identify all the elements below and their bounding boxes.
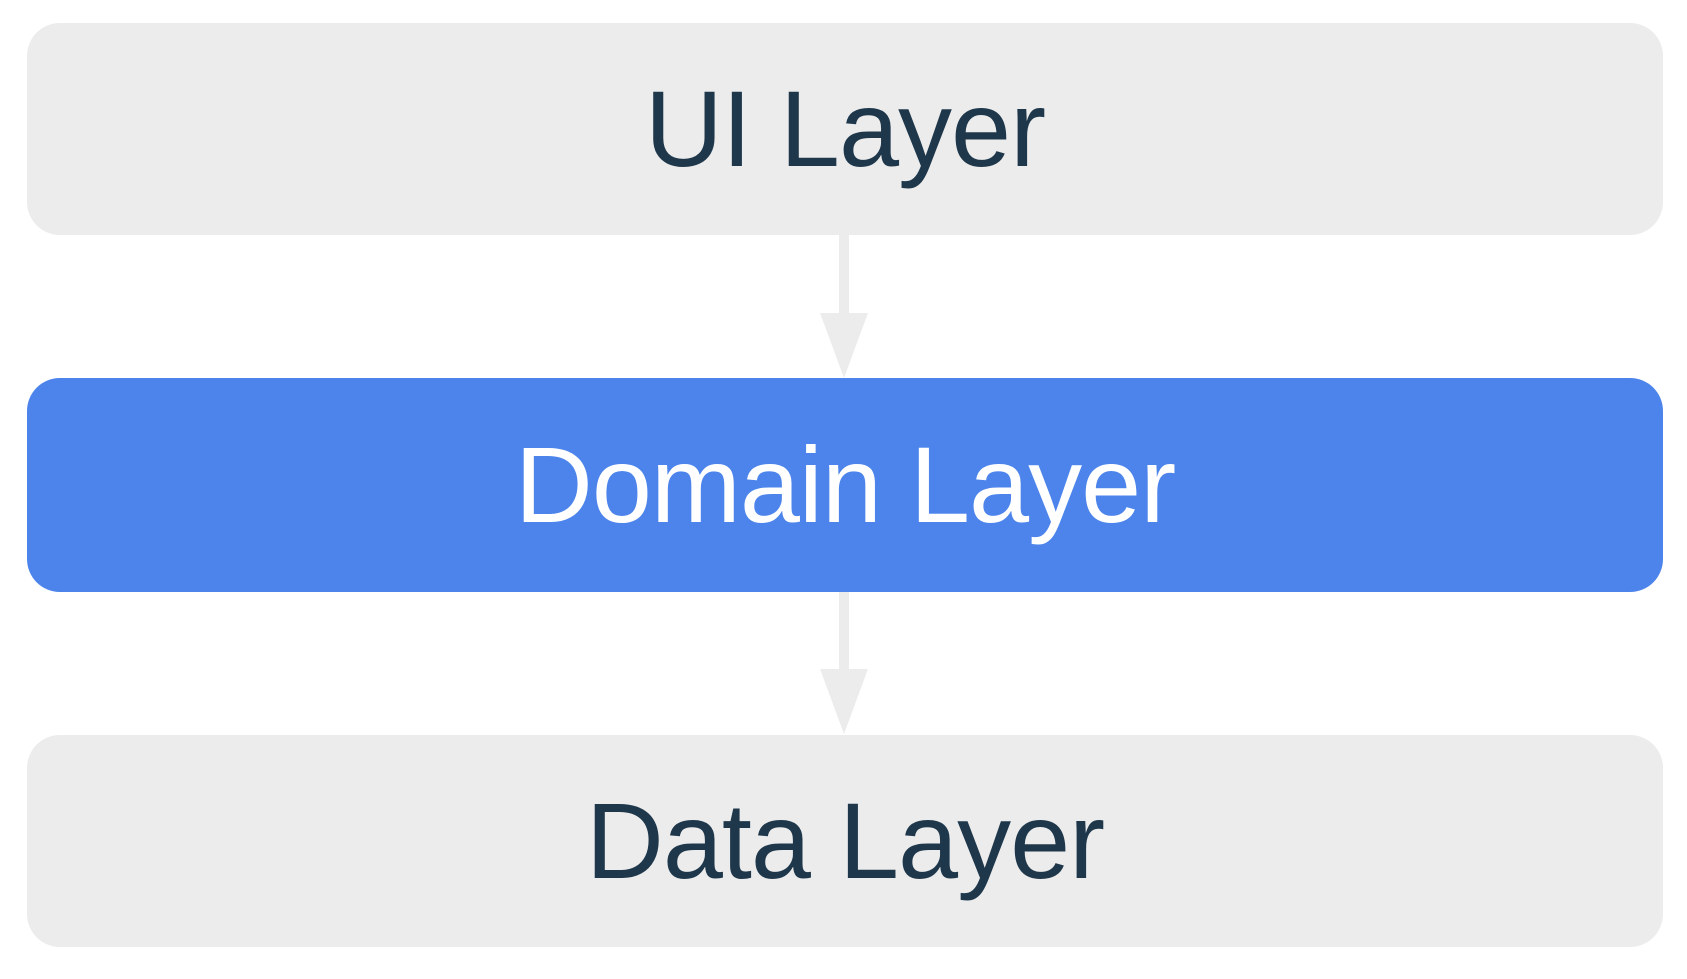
layer-label-data: Data Layer xyxy=(585,780,1105,901)
layer-label-domain: Domain Layer xyxy=(514,424,1176,545)
layer-box-domain: Domain Layer xyxy=(27,378,1663,592)
down-arrow-domain-to-data-stem xyxy=(839,592,849,671)
layer-box-data: Data Layer xyxy=(27,735,1663,947)
down-arrow-domain-to-data-icon xyxy=(820,669,868,734)
down-arrow-ui-to-domain-icon xyxy=(820,313,868,378)
down-arrow-ui-to-domain-stem xyxy=(839,235,849,315)
layer-box-ui: UI Layer xyxy=(27,23,1663,235)
layer-label-ui: UI Layer xyxy=(644,68,1046,189)
